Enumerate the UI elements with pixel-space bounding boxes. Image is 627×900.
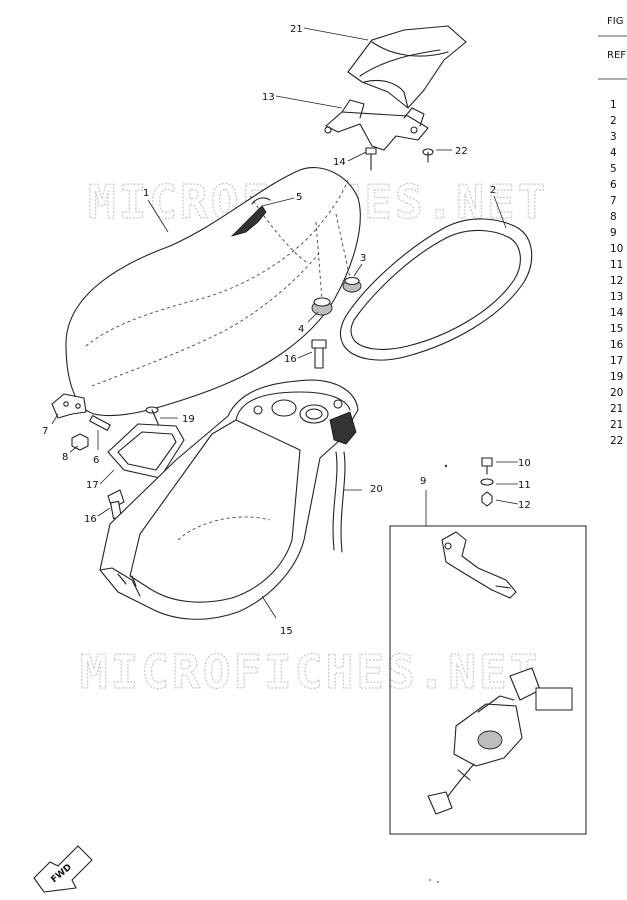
part-13-bracket [324,99,429,151]
ref-number: 16 [610,339,624,351]
ref-number: 21 [610,403,623,415]
ref-number: 22 [610,435,623,447]
callout-11: 11 [518,480,531,491]
callout-8: 8 [62,452,68,463]
part-22-screw [422,148,434,163]
part-4-damper [311,297,333,316]
ref-number: 3 [610,131,617,143]
ref-number: 4 [610,147,617,159]
part-16-bolt-upper [311,339,327,369]
callout-12: 12 [518,500,531,511]
ref-number: 5 [610,163,617,175]
callout-17: 17 [86,480,99,491]
part-3-damper [342,276,362,293]
ref-number: 14 [610,307,624,319]
ref-number: 17 [610,355,623,367]
callout-13: 13 [262,92,275,103]
callout-22: 22 [455,146,468,157]
callout-labels: 21 13 14 22 1 5 2 3 4 16 19 7 8 6 17 16 … [42,24,531,637]
callout-16-lower: 16 [84,514,97,525]
part-5-emblem [230,205,267,237]
callout-15: 15 [280,626,293,637]
part-17-cover [107,423,185,479]
callout-21: 21 [290,24,303,35]
callout-1: 1 [143,188,149,199]
part-9-lock-set [389,525,587,835]
ref-number: 15 [610,323,623,335]
ref-header-fig: FIG [607,16,623,27]
ref-number: 13 [610,291,623,303]
part-20-hose [332,451,346,553]
part-21-backrest [347,25,467,109]
ref-number: 20 [610,387,623,399]
ref-number: 7 [610,195,617,207]
part-15-storage-box [99,379,359,620]
ref-number: 19 [610,371,623,383]
part-12-nut [481,491,493,507]
ref-number: 2 [610,115,617,127]
ref-number: 12 [610,275,623,287]
part-1-seat [65,166,361,417]
part-10-bolt [481,457,493,475]
part-16-bolt-lower [107,489,125,520]
part-11-washer [480,478,494,486]
ref-number: 1 [610,99,617,111]
callout-5: 5 [296,192,302,203]
callout-4: 4 [298,324,304,335]
callout-14: 14 [333,157,346,168]
part-8-nut [71,433,89,451]
callout-7: 7 [42,426,48,437]
ref-number: 6 [610,179,617,191]
ref-number: 8 [610,211,617,223]
callout-9: 9 [420,476,426,487]
callout-2: 2 [490,185,496,196]
callout-3: 3 [360,253,366,264]
callout-20: 20 [370,484,383,495]
ref-number: 9 [610,227,617,239]
part-14-bolt [365,147,377,171]
ref-header-ref: REF [607,50,626,61]
leader-lines [51,27,519,619]
callout-19: 19 [182,414,195,425]
part-2-seal [339,218,533,361]
ref-number: 10 [610,243,623,255]
callout-10: 10 [518,458,531,469]
callout-16-upper: 16 [284,354,297,365]
forward-arrow-badge: FWD [33,845,93,893]
watermark-bottom: MICROFICHES.NET [80,645,540,699]
reference-table: FIG REF 12345678910111213141516171920212… [598,16,627,447]
callout-6: 6 [93,455,99,466]
ref-number: 11 [610,259,623,271]
part-6-pin [89,415,111,431]
ref-number: 21 [610,419,623,431]
part-7-hinge [51,393,87,419]
